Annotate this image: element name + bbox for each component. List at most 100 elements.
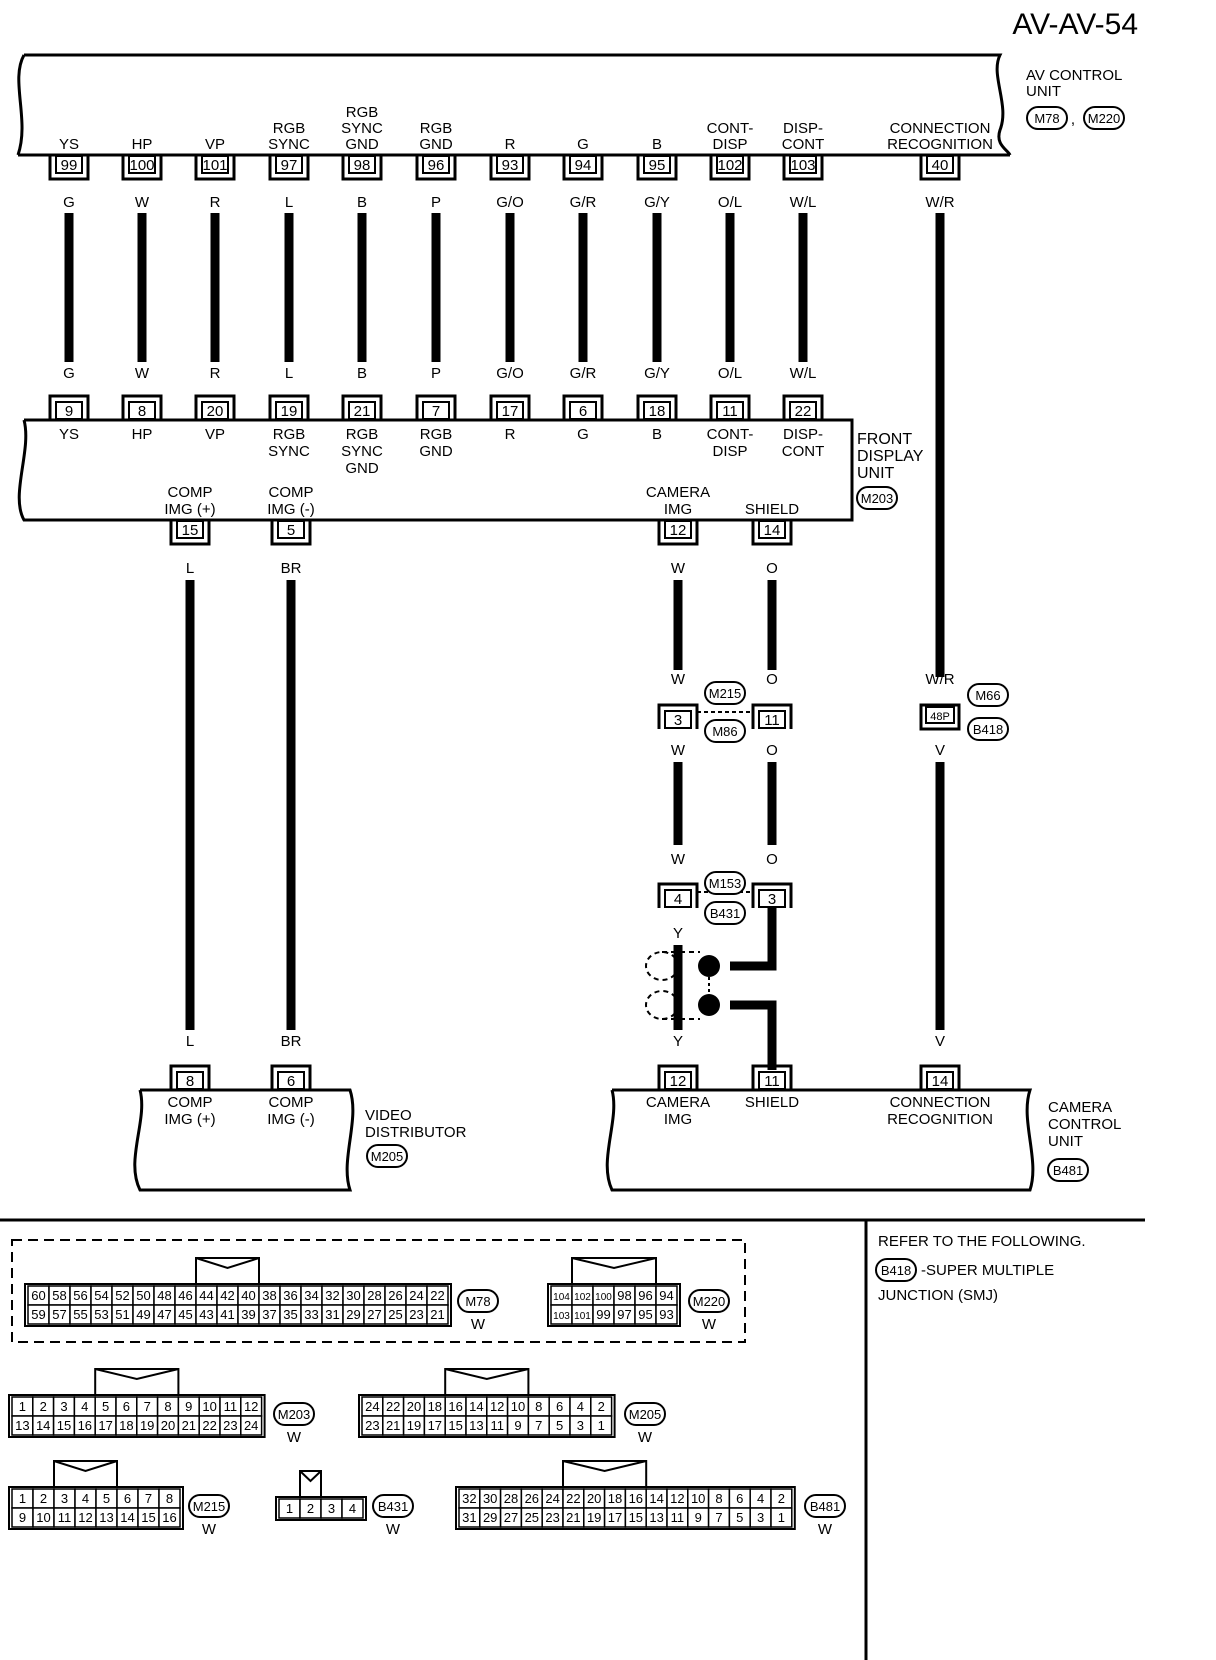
connector-face-M203-tag-label: M203 — [278, 1407, 311, 1422]
reference-connector-tag-outline — [875, 1258, 917, 1282]
av-pin-95-label-0: B — [652, 136, 662, 153]
display-pin-12-box — [664, 520, 692, 539]
connector-face-M203-pin-8: 8 — [164, 1399, 171, 1414]
display-pin-21-label-0: RGB — [346, 426, 379, 443]
av-pin-100-box — [128, 155, 156, 174]
front-display-connector-tag-label: M203 — [861, 491, 894, 506]
shield-splice-upper — [698, 955, 720, 977]
camera-pin-11-tab — [751, 1064, 793, 1090]
av-pin-95-wire-color: G/Y — [644, 194, 670, 211]
connector-face-B481-pin-21: 21 — [566, 1510, 580, 1525]
display-pin-20-wire-color: R — [210, 365, 221, 382]
display-pin-12-label-0: CAMERA — [646, 484, 710, 501]
av-pin-98-wire-color: B — [357, 194, 367, 211]
reference-line-1: REFER TO THE FOLLOWING. — [878, 1233, 1086, 1250]
connector-face-B481-latch-mark — [562, 1460, 647, 1473]
av-pin-94-box — [569, 155, 597, 174]
vd-pin-8-label-0: COMP — [168, 1094, 213, 1111]
connector-face-M205-pin-3: 3 — [577, 1418, 584, 1433]
connector-face-M78-pin-25: 25 — [388, 1307, 402, 1322]
connector-face-M205-pin-24: 24 — [365, 1399, 379, 1414]
joint2-in-wire-color-2: O — [766, 851, 778, 868]
av-pin-93-wire-color: G/O — [496, 194, 524, 211]
connector-face-M203-pin-1: 1 — [19, 1399, 26, 1414]
av-pin-98-label-0: RGB — [346, 104, 379, 121]
shield-outline-upper — [645, 951, 679, 981]
av-pin-100-number: 100 — [129, 157, 154, 174]
av-pin-102-wire-color: O/L — [718, 194, 742, 211]
av-pin-40-number: 40 — [932, 157, 949, 174]
connector-face-M78-pin-38: 38 — [262, 1288, 276, 1303]
av-pin-93-box — [496, 155, 524, 174]
display-pin-15-label-1: IMG (+) — [164, 501, 215, 518]
connector-face-M215-pin-2: 2 — [40, 1491, 47, 1506]
connector-face-M78-pin-54: 54 — [94, 1288, 108, 1303]
display-pin-18-tab — [636, 394, 678, 420]
display-pin-20-label-0: VP — [205, 426, 225, 443]
display-pin-6-tab — [562, 394, 604, 420]
connector-face-M203-pin-9: 9 — [185, 1399, 192, 1414]
connector-face-B481-pin-15: 15 — [629, 1510, 643, 1525]
av-pin-96-number: 96 — [428, 157, 445, 174]
connector-face-B431-pin-4: 4 — [349, 1501, 356, 1516]
connector-face-M203-pin-23: 23 — [223, 1418, 237, 1433]
connector-face-M78-pin-27: 27 — [367, 1307, 381, 1322]
joint3-box — [925, 706, 955, 724]
connector-face-B481-pin-26: 26 — [525, 1491, 539, 1506]
connector-face-M215-pin-6: 6 — [124, 1491, 131, 1506]
connector-face-M220-latch — [571, 1257, 657, 1284]
connector-face-M78-pin-55: 55 — [73, 1307, 87, 1322]
av-pin-98-box — [348, 155, 376, 174]
joint1-in-wire-color-1: W — [671, 671, 686, 688]
av-pin-96-wire-color: P — [431, 194, 441, 211]
connector-face-B431-pin-3: 3 — [328, 1501, 335, 1516]
display-pin-6-box — [569, 401, 597, 420]
av-connector-tag-2-label: M220 — [1088, 111, 1121, 126]
connector-face-M78-body — [24, 1283, 452, 1327]
vd-pin-6-box — [277, 1071, 305, 1090]
connector-face-M203-pin-5: 5 — [102, 1399, 109, 1414]
connector-face-B431-tag-label: B431 — [378, 1499, 408, 1514]
connector-face-M205-pin-14: 14 — [469, 1399, 483, 1414]
connector-face-B481-pin-29: 29 — [483, 1510, 497, 1525]
av-pin-40-wire-color: W/R — [925, 194, 954, 211]
video-distributor-name-0: VIDEO — [365, 1107, 412, 1124]
connector-face-M78-tag-label: M78 — [465, 1294, 490, 1309]
connector-face-M205-pin-23: 23 — [365, 1418, 379, 1433]
connector-face-M205-pin-12: 12 — [490, 1399, 504, 1414]
connector-face-M205-pin-9: 9 — [514, 1418, 521, 1433]
connector-face-M215-pin-10: 10 — [36, 1510, 50, 1525]
connector-face-M78-pin-41: 41 — [220, 1307, 234, 1322]
display-pin-14-wire-color: O — [766, 560, 778, 577]
connector-face-B481-pin-28: 28 — [504, 1491, 518, 1506]
connector-face-M78-tag-outline — [457, 1289, 499, 1313]
display-pin-18-box — [643, 401, 671, 420]
av-unit-name-0: AV CONTROL — [1026, 67, 1122, 84]
display-pin-9-label-0: YS — [59, 426, 79, 443]
connector-face-M215-pin-15: 15 — [141, 1510, 155, 1525]
display-pin-17-wire-color: G/O — [496, 365, 524, 382]
display-pin-6-number: 6 — [579, 403, 587, 420]
connector-face-B481-latch — [562, 1460, 648, 1487]
connector-face-M203-pin-7: 7 — [144, 1399, 151, 1414]
camera-pin-14-wire-color: V — [935, 1033, 945, 1050]
connector-face-M78-pin-30: 30 — [346, 1288, 360, 1303]
front-display-connector-tag-outline — [856, 486, 898, 510]
display-pin-8-label-0: HP — [132, 426, 153, 443]
display-pin-17-number: 17 — [502, 403, 519, 420]
joint1-out-wire-color-2: O — [766, 742, 778, 759]
connector-face-M203-body — [8, 1394, 266, 1438]
display-pin-22-tab — [782, 394, 824, 420]
connector-face-M78-pin-50: 50 — [136, 1288, 150, 1303]
reference-line-3: JUNCTION (SMJ) — [878, 1287, 998, 1304]
display-pin-20-tab — [194, 394, 236, 420]
display-pin-5-label-1: IMG (-) — [267, 501, 314, 518]
joint2-connector-tag-1-label: M153 — [709, 876, 742, 891]
connector-face-M205-body — [358, 1394, 616, 1438]
connector-face-M203-tag-outline — [273, 1402, 315, 1426]
connector-face-M78-pin-35: 35 — [283, 1307, 297, 1322]
connector-face-M203-pin-16: 16 — [78, 1418, 92, 1433]
connector-face-M78-pin-56: 56 — [73, 1288, 87, 1303]
camera-pin-14-tab — [919, 1064, 961, 1090]
connector-face-M215-pin-13: 13 — [99, 1510, 113, 1525]
